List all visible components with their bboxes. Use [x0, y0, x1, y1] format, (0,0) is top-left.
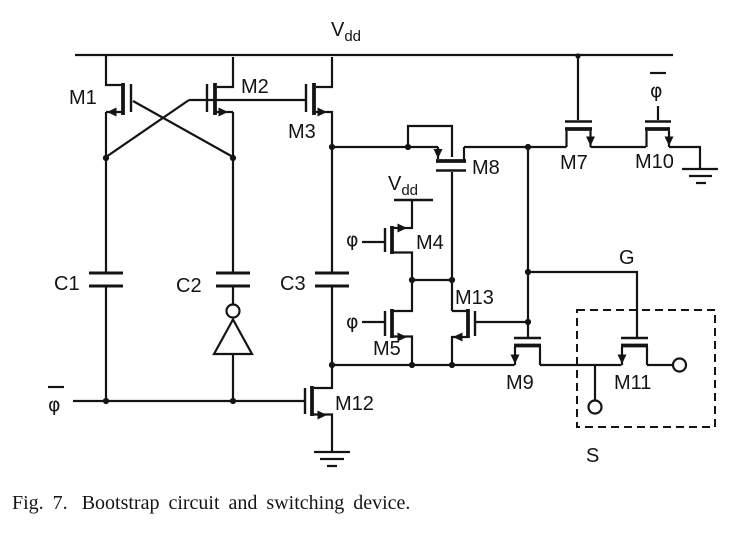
inverter	[212, 303, 254, 356]
transistor-label-m5: M5	[373, 338, 401, 360]
source-arrow	[664, 136, 674, 146]
transistor-label-m8: M8	[472, 157, 500, 179]
transistor-label-m10: M10	[635, 151, 674, 173]
node-label-s: S	[586, 445, 599, 467]
junction-dots	[102, 53, 581, 405]
transistor-m1	[104, 55, 133, 117]
source-arrow	[107, 107, 117, 117]
transistor-m3	[304, 57, 334, 147]
vdd-label-mid: Vdd	[388, 173, 418, 199]
transistor-label-m1: M1	[69, 87, 97, 109]
source-arrow	[397, 332, 407, 342]
capacitor-c2	[216, 271, 250, 288]
capacitor-label-c3: C3	[280, 273, 306, 295]
boost-node-wire	[332, 145, 702, 169]
inverter-bubble	[225, 303, 241, 319]
transistor-label-m2: M2	[241, 76, 269, 98]
inverter-triangle	[212, 317, 254, 356]
source-arrow	[218, 107, 228, 117]
transistor-label-m12: M12	[335, 393, 374, 415]
drain-terminal-circle	[671, 357, 688, 373]
ground-symbol	[314, 450, 350, 468]
s-terminal-circle	[587, 399, 603, 415]
m8-gate-loop	[406, 124, 454, 157]
phibar-label-top: φ	[650, 80, 663, 102]
source-arrow	[317, 107, 327, 117]
wires	[73, 53, 702, 403]
transistor-label-m13: M13	[455, 287, 494, 309]
source-arrow	[617, 354, 627, 364]
source-arrow	[317, 410, 327, 420]
transistor-label-m7: M7	[560, 152, 588, 174]
transistor-m12	[303, 365, 350, 468]
source-arrow	[586, 136, 595, 146]
transistor-m10	[645, 106, 718, 185]
capacitor-c1	[89, 271, 123, 288]
switch-dashed-box	[576, 309, 716, 428]
transistor-m2	[205, 57, 235, 117]
source-arrow	[510, 354, 520, 364]
node-label-g: G	[619, 247, 635, 269]
transistor-m4	[362, 198, 433, 280]
capacitor-label-c2: C2	[176, 275, 202, 297]
transistor-m5	[362, 280, 414, 365]
transistor-m13	[450, 309, 477, 365]
phi-label-m4: φ	[346, 229, 359, 251]
phibar-label-bottom: φ	[48, 394, 61, 416]
caption-text: Bootstrap circuit and switching device.	[81, 492, 411, 514]
phi-label-m5: φ	[346, 311, 359, 333]
g-node-wire	[528, 270, 639, 337]
caption-number: Fig. 7.	[12, 492, 68, 514]
source-arrow	[397, 223, 407, 233]
ground-symbol	[682, 167, 718, 185]
transistor-m7	[565, 55, 595, 147]
source-arrow	[453, 332, 463, 342]
source-arrow	[433, 149, 443, 159]
transistor-label-m9: M9	[506, 372, 534, 394]
transistor-m8	[406, 124, 466, 311]
figure-caption: Fig. 7. Bootstrap circuit and switching d…	[12, 492, 732, 515]
transistor-label-m3: M3	[288, 121, 316, 143]
transistor-m9	[510, 336, 542, 365]
transistor-label-m11: M11	[614, 372, 651, 394]
capacitor-label-c1: C1	[54, 273, 80, 295]
vdd-label-top: Vdd	[331, 19, 361, 45]
transistor-m11	[617, 336, 649, 365]
capacitor-c3	[315, 271, 349, 288]
cross-coupling-wires	[105, 98, 306, 158]
transistor-label-m4: M4	[416, 232, 444, 254]
